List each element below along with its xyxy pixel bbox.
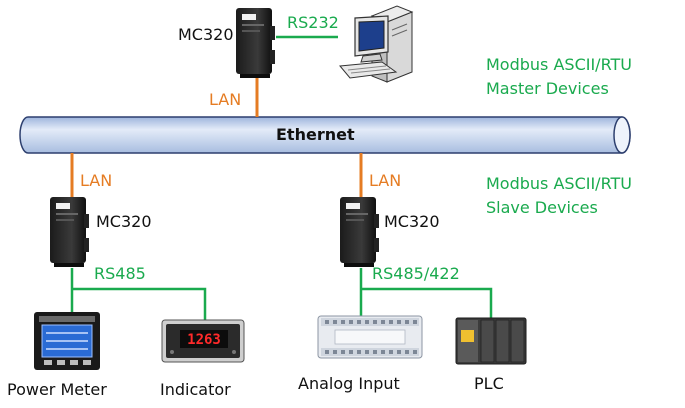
left-lan-label: LAN — [80, 171, 113, 190]
plc-icon — [455, 317, 527, 365]
left-device-label: MC320 — [96, 212, 152, 231]
power-meter-label: Power Meter — [7, 380, 107, 399]
top-lan-label: LAN — [209, 90, 242, 109]
power-meter-icon — [34, 312, 100, 370]
indicator-icon: 1263 — [161, 319, 245, 363]
master-title-line1: Modbus ASCII/RTU — [486, 55, 633, 74]
right-device-label: MC320 — [384, 212, 440, 231]
plc-label: PLC — [474, 374, 504, 393]
ethernet-bus — [19, 116, 631, 154]
indicator-label: Indicator — [160, 380, 231, 399]
left-rs485-lines — [70, 268, 207, 320]
analog-input-icon — [317, 315, 423, 359]
right-mc320-device — [340, 197, 379, 267]
rs232-label: RS232 — [287, 13, 339, 32]
left-rs485-label: RS485 — [94, 264, 146, 283]
top-mc320-device — [236, 8, 275, 78]
top-device-label: MC320 — [178, 25, 234, 44]
computer-icon — [339, 5, 414, 83]
right-lan-label: LAN — [369, 171, 402, 190]
slave-title-line2: Slave Devices — [486, 198, 598, 217]
indicator-display: 1263 — [187, 332, 221, 348]
right-rs485-lines — [359, 268, 493, 318]
analog-input-label: Analog Input — [298, 374, 400, 393]
ethernet-label: Ethernet — [276, 125, 355, 144]
left-mc320-device — [50, 197, 89, 267]
right-rs485-label: RS485/422 — [372, 264, 460, 283]
slave-title-line1: Modbus ASCII/RTU — [486, 174, 633, 193]
master-title-line2: Master Devices — [486, 79, 609, 98]
